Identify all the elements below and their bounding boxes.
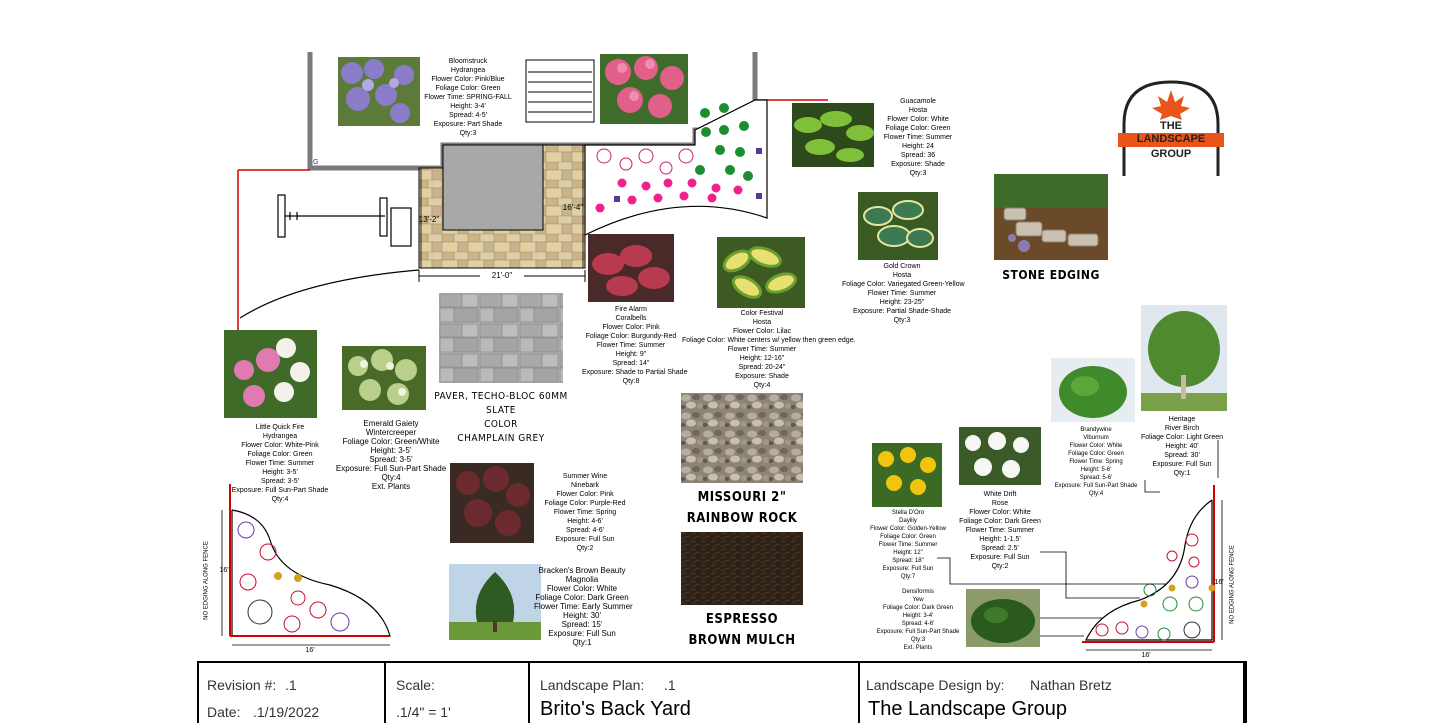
- revision-value: .1: [285, 677, 297, 693]
- dim-right-bed-side: 16': [1214, 579, 1224, 586]
- photo-fire-alarm-coralbells: [588, 234, 674, 302]
- photo-little-quick-fire: [224, 330, 317, 418]
- label-stone-edging: STONE EDGING: [1002, 268, 1100, 282]
- photo-summer-wine-ninebark: [450, 463, 534, 543]
- photo-brackens-magnolia: [449, 564, 541, 640]
- grill-symbol: [277, 194, 412, 247]
- photo-espresso-mulch: [681, 532, 803, 605]
- stairs: [525, 59, 595, 123]
- dim-patio-left: 13'-2": [418, 215, 440, 224]
- photo-bloomstruck-hydrangea: [338, 57, 420, 126]
- concrete-slab: [442, 144, 544, 231]
- logo-arch: [1122, 80, 1220, 176]
- dim-right-bed-bottom: 16': [1141, 652, 1151, 659]
- photo-densiformis-yew: [966, 589, 1040, 647]
- svg-text:G: G: [313, 159, 318, 166]
- photo-heritage-river-birch: [1141, 305, 1227, 411]
- plan-label: Landscape Plan:: [540, 677, 645, 693]
- title-cell-scale: Scale: .1/4" = 1': [386, 663, 530, 723]
- dim-patio-width: 21'-0": [480, 271, 524, 280]
- photo-slate-paver: [439, 293, 563, 383]
- left-corner-bed: [231, 509, 391, 637]
- photo-brandywine-viburnum: [1051, 358, 1135, 422]
- note-no-edging-left: NO EDGING ALONG FENCE: [203, 541, 210, 620]
- photo-color-festival-hosta: [717, 237, 805, 308]
- company-logo: THE LANDSCAPE GROUP: [1118, 78, 1224, 178]
- designer-name: Nathan Bretz: [1030, 677, 1112, 693]
- photo-stella-doro-daylily: [872, 443, 942, 507]
- dim-left-bed-side: 16': [219, 567, 229, 574]
- plan-name: Brito's Back Yard: [540, 698, 691, 720]
- photo-guacamole-hosta: [792, 103, 874, 167]
- photo-hydrangea-pink: [600, 54, 688, 124]
- title-cell-revision: Revision #: .1 Date: .1/19/2022: [199, 663, 386, 723]
- title-cell-design: Landscape Design by: Nathan Bretz The La…: [860, 663, 1245, 723]
- revision-label: Revision #:: [207, 677, 277, 693]
- photo-emerald-gaiety: [342, 346, 426, 410]
- bed-symbols: [595, 103, 762, 213]
- date-value: .1/19/2022: [253, 704, 320, 720]
- design-label: Landscape Design by:: [866, 677, 1005, 693]
- title-cell-plan: Landscape Plan: .1 Brito's Back Yard: [530, 663, 860, 723]
- photo-gold-crown-hosta: [858, 192, 938, 260]
- photo-stone-edging: [994, 174, 1108, 260]
- date-label: Date:: [207, 704, 241, 720]
- title-block: Revision #: .1 Date: .1/19/2022 Scale: .…: [197, 661, 1247, 723]
- photo-missouri-rainbow-rock: [681, 393, 803, 483]
- scale-label: Scale:: [396, 677, 435, 693]
- note-no-edging-right: NO EDGING ALONG FENCE: [1229, 545, 1236, 624]
- company-name: The Landscape Group: [868, 698, 1068, 720]
- maple-leaf-icon: [1152, 90, 1190, 120]
- plan-value: .1: [664, 677, 676, 693]
- photo-white-drift-rose: [959, 427, 1041, 485]
- scale-value: .1/4" = 1': [396, 704, 451, 720]
- dim-left-bed-bottom: 16': [305, 647, 315, 654]
- right-corner-bed: [1085, 499, 1213, 641]
- label-rainbow-rock: MISSOURI 2"RAINBOW ROCK: [686, 490, 798, 526]
- dim-patio-right: 16'-4": [562, 203, 584, 212]
- logo-line3: GROUP: [1150, 148, 1192, 160]
- logo-line1: THE: [1160, 120, 1182, 132]
- logo-line2: LANDSCAPE: [1136, 133, 1206, 145]
